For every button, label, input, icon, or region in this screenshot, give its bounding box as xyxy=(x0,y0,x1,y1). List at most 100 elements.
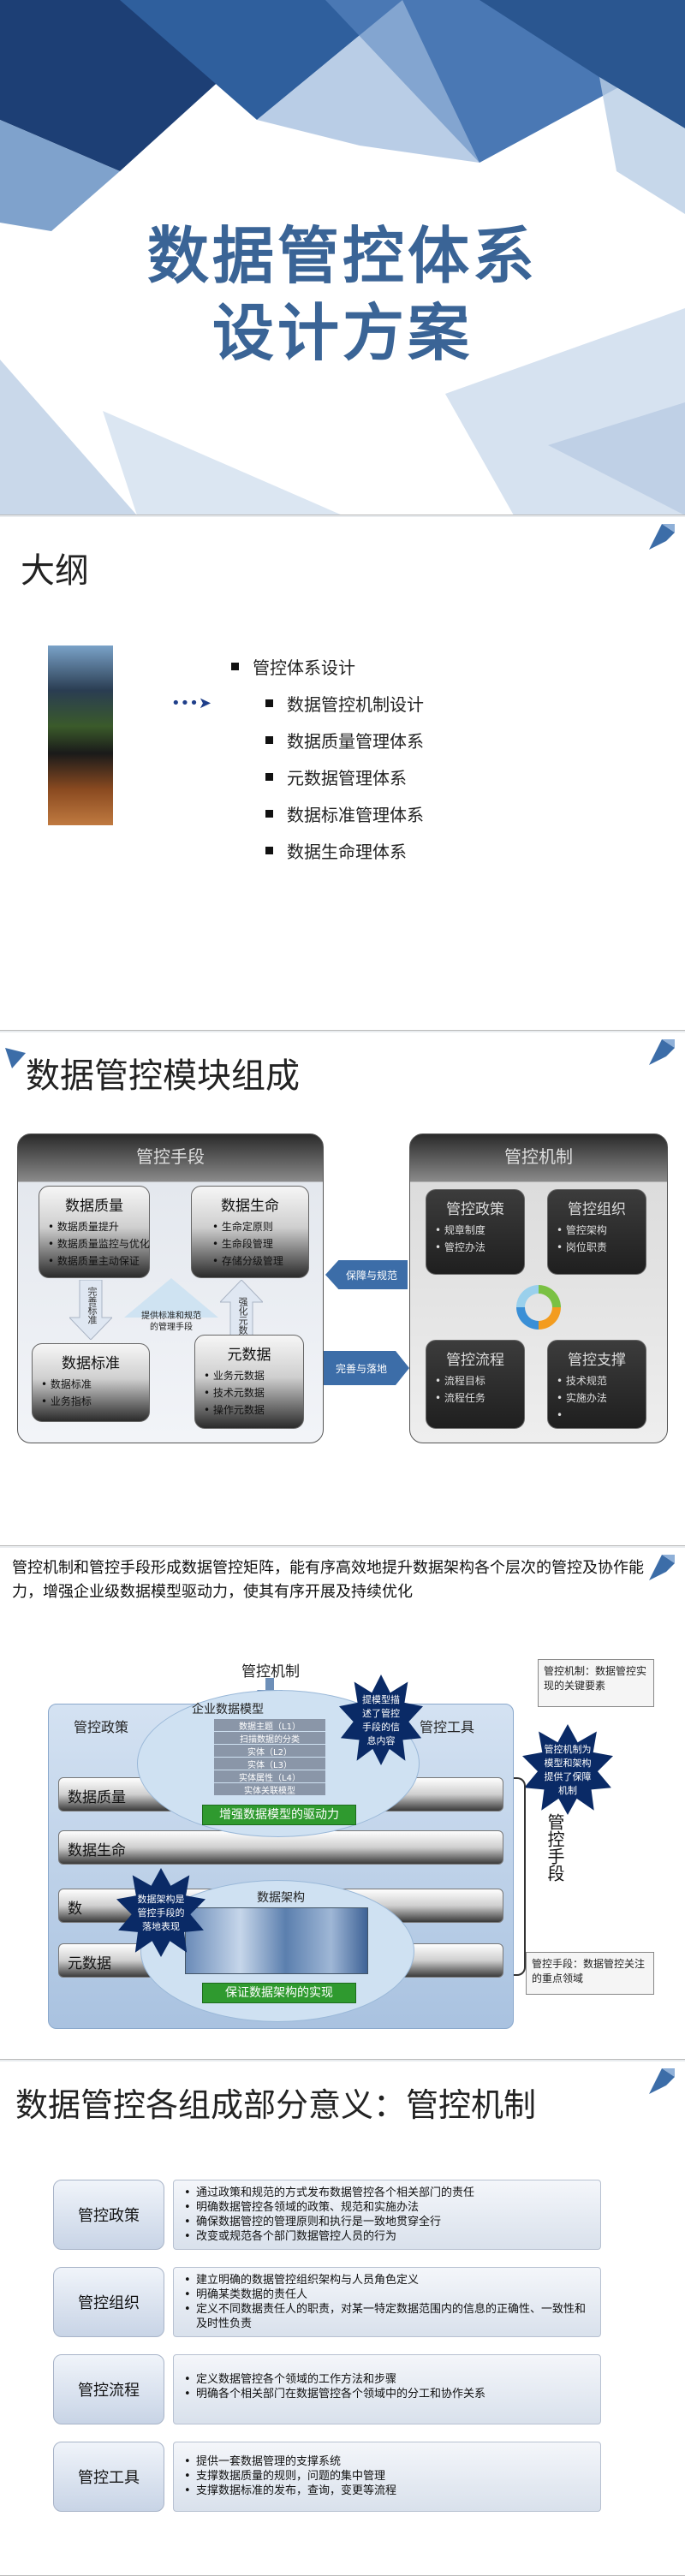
outline-item[interactable]: 数据生命理体系 xyxy=(265,838,424,863)
note-means: 管控手段：数据管控关注的重点领域 xyxy=(526,1952,654,1995)
support-card-title: 管控支撑 xyxy=(557,1347,637,1369)
process-card-title: 管控流程 xyxy=(435,1347,515,1369)
row-line: 明确各个相关部门在数据管控各个领域中的分工和协作关系 xyxy=(196,2387,592,2401)
outline-item-current[interactable]: •••➤ 数据管控机制设计 xyxy=(265,691,424,716)
pointer-arrow-icon: •••➤ xyxy=(171,694,211,712)
card-item: 生命定原则 xyxy=(212,1218,300,1235)
outline-item[interactable]: 数据标准管理体系 xyxy=(265,801,424,826)
card-item: 流程目标 xyxy=(435,1372,515,1389)
model-layer: 实体（L2） xyxy=(214,1745,325,1757)
means-panel: 管控手段 数据质量 数据质量提升 数据质量监控与优化 数据质量主动保证 数据生命… xyxy=(17,1133,324,1443)
policy-label: 管控政策 xyxy=(74,1716,128,1736)
means-panel-title: 管控手段 xyxy=(18,1143,323,1168)
outline-slide: 大纲 管控体系设计 •••➤ 数据管控机制设计 数据质量管理体系 元数据管理体系… xyxy=(0,517,685,1031)
title-corner-icon xyxy=(5,1048,26,1068)
architecture-bar: 保证数据架构的实现 xyxy=(202,1983,356,2003)
card-item: 数据质量主动保证 xyxy=(48,1252,140,1270)
card-item: 规章制度 xyxy=(435,1222,515,1239)
improve-standard-label: 完善标准 xyxy=(85,1287,98,1324)
guarantee-arrow: 保障与规范 xyxy=(325,1260,408,1289)
lifecycle-card: 数据生命 生命定原则 生命段管理 存储分级管理 xyxy=(191,1186,309,1278)
model-layer: 数据主题（L1） xyxy=(214,1719,325,1731)
outline-photo-strip xyxy=(48,645,113,825)
card-item: 存储分级管理 xyxy=(212,1252,300,1270)
outline-item[interactable]: 数据质量管理体系 xyxy=(265,728,424,753)
card-item: 操作元数据 xyxy=(204,1401,295,1419)
org-card: 管控组织 管控架构岗位职责 xyxy=(547,1189,646,1275)
row-line: 明确数据管控各领域的政策、规范和实施办法 xyxy=(196,2200,592,2215)
row-label: 管控流程 xyxy=(53,2354,164,2424)
outline-item[interactable]: 管控体系设计 xyxy=(231,654,424,679)
matrix-intro-text: 管控机制和管控手段形成数据管控矩阵，能有序高效地提升数据架构各个层次的管控及协作… xyxy=(12,1556,671,1604)
model-layer: 扫描数据的分类 xyxy=(214,1732,325,1744)
row-label: 管控工具 xyxy=(53,2442,164,2512)
row-body: 建立明确的数据管控组织架构与人员角色定义 明确某类数据的责任人 定义不同数据责任… xyxy=(173,2267,601,2337)
model-layer: 实体属性（L4） xyxy=(214,1770,325,1782)
cycle-arrows-icon xyxy=(511,1280,566,1335)
row-line: 定义数据管控各个领域的工作方法和步骤 xyxy=(196,2372,592,2387)
provide-standard-label: 提供标准和规范的管理手段 xyxy=(140,1311,203,1333)
modules-slide: 数据管控模块组成 管控手段 数据质量 数据质量提升 数据质量监控与优化 数据质量… xyxy=(0,1032,685,1546)
org-card-title: 管控组织 xyxy=(557,1197,637,1218)
mechanism-row: 管控政策 通过政策和规范的方式发布数据管控各个相关部门的责任 明确数据管控各领域… xyxy=(53,2176,608,2253)
row-label: 管控政策 xyxy=(53,2180,164,2250)
model-layers: 数据主题（L1） 扫描数据的分类 实体（L2） 实体（L3） 实体属性（L4） … xyxy=(214,1719,325,1795)
row-line: 提供一套数据管理的支撑系统 xyxy=(196,2454,592,2469)
card-item: 数据质量提升 xyxy=(48,1218,140,1235)
complete-arrow: 完善与落地 xyxy=(324,1351,409,1385)
card-item: 岗位职责 xyxy=(557,1239,637,1256)
card-item xyxy=(557,1407,637,1424)
meta-card: 元数据 业务元数据 技术元数据 操作元数据 xyxy=(194,1335,304,1429)
row-line: 明确某类数据的责任人 xyxy=(196,2287,592,2302)
standard-card: 数据标准 数据标准 业务指标 xyxy=(32,1343,150,1422)
policy-card: 管控政策 规章制度管控办法 xyxy=(426,1189,525,1275)
slide-title: 数据管控各组成部分意义：管控机制 xyxy=(15,2079,536,2126)
model-layer: 实体关联模型 xyxy=(214,1783,325,1795)
card-item: 数据质量监控与优化 xyxy=(48,1235,140,1252)
slide-title: 大纲 xyxy=(21,543,89,592)
model-layer: 实体（L3） xyxy=(214,1758,325,1770)
card-item: 流程任务 xyxy=(435,1389,515,1407)
mechanism-row: 管控流程 定义数据管控各个领域的工作方法和步骤 明确各个相关部门在数据管控各个领… xyxy=(53,2351,608,2428)
row-line: 定义不同数据责任人的职责，对某一特定数据范围内的信息的正确性、一致性和及时性负责 xyxy=(196,2302,592,2331)
row-line: 支撑数据标准的发布，查询，变更等流程 xyxy=(196,2484,592,2498)
card-item: 技术规范 xyxy=(557,1372,637,1389)
lifecycle-card-title: 数据生命 xyxy=(200,1193,300,1215)
row-line: 改变或规范各个部门数据管控人员的行为 xyxy=(196,2229,592,2244)
mechanism-row: 管控组织 建立明确的数据管控组织架构与人员角色定义 明确某类数据的责任人 定义不… xyxy=(53,2264,608,2341)
mechanism-row: 管控工具 提供一套数据管理的支撑系统 支撑数据质量的规则，问题的集中管理 支撑数… xyxy=(53,2438,608,2515)
card-item: 业务元数据 xyxy=(204,1367,295,1384)
row-line: 通过政策和规范的方式发布数据管控各个相关部门的责任 xyxy=(196,2186,592,2200)
policy-card-title: 管控政策 xyxy=(435,1197,515,1218)
row-body: 定义数据管控各个领域的工作方法和步骤 明确各个相关部门在数据管控各个领域中的分工… xyxy=(173,2354,601,2424)
corner-decoration-icon xyxy=(649,1039,675,1065)
card-item: 管控架构 xyxy=(557,1222,637,1239)
row-line: 建立明确的数据管控组织架构与人员角色定义 xyxy=(196,2273,592,2287)
card-item: 实施办法 xyxy=(557,1389,637,1407)
tools-label: 管控工具 xyxy=(420,1716,474,1736)
matrix-slide: 管控机制和管控手段形成数据管控矩阵，能有序高效地提升数据架构各个层次的管控及协作… xyxy=(0,1548,685,2060)
quality-card-title: 数据质量 xyxy=(48,1193,140,1215)
card-item: 数据标准 xyxy=(41,1376,140,1393)
row-line: 支撑数据质量的规则，问题的集中管理 xyxy=(196,2469,592,2484)
slide-title: 数据管控模块组成 xyxy=(26,1048,300,1098)
mechanism-panel: 管控机制 管控政策 规章制度管控办法 管控组织 管控架构岗位职责 管控流程 流程… xyxy=(409,1133,668,1443)
mechanism-meaning-slide: 数据管控各组成部分意义：管控机制 管控政策 通过政策和规范的方式发布数据管控各个… xyxy=(0,2061,685,2576)
card-item: 生命段管理 xyxy=(212,1235,300,1252)
card-item: 技术元数据 xyxy=(204,1384,295,1401)
row-label: 管控组织 xyxy=(53,2267,164,2337)
row-body: 通过政策和规范的方式发布数据管控各个相关部门的责任 明确数据管控各领域的政策、规… xyxy=(173,2180,601,2250)
row-body: 提供一套数据管理的支撑系统 支撑数据质量的规则，问题的集中管理 支撑数据标准的发… xyxy=(173,2442,601,2512)
quality-card: 数据质量 数据质量提升 数据质量监控与优化 数据质量主动保证 xyxy=(39,1186,150,1278)
model-title: 企业数据模型 xyxy=(192,1700,264,1717)
means-brace xyxy=(514,1777,526,1976)
meta-card-title: 元数据 xyxy=(204,1342,295,1364)
cover-title-line2: 设计方案 xyxy=(0,283,685,372)
architecture-diagram xyxy=(185,1907,368,1974)
card-item: 管控办法 xyxy=(435,1239,515,1256)
outline-item[interactable]: 元数据管理体系 xyxy=(265,764,424,789)
mechanism-starburst: 管控机制为模型和架构提供了保障机制 xyxy=(522,1724,613,1815)
row-line: 确保数据管控的管理原则和执行是一致地贯穿全行 xyxy=(196,2215,592,2229)
cover-slide: 数据管控体系 设计方案 xyxy=(0,0,685,515)
outline-list: 管控体系设计 •••➤ 数据管控机制设计 数据质量管理体系 元数据管理体系 数据… xyxy=(231,654,424,875)
